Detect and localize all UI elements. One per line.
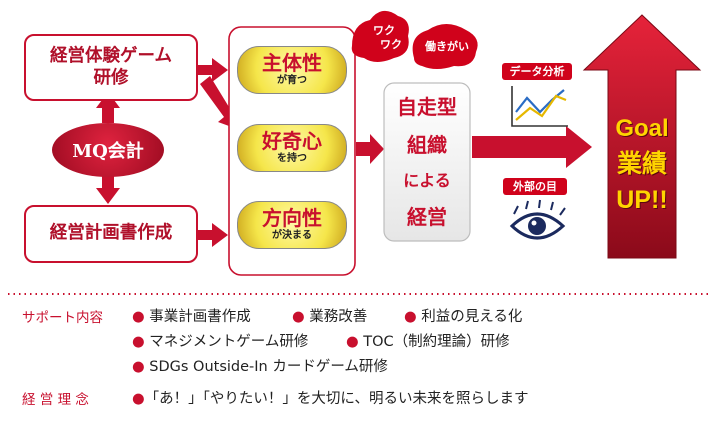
support-item-5: ● TOC（制約理論）研修 <box>346 334 510 350</box>
core-line-2: 組織 <box>407 133 447 157</box>
pill-direction-main: 方向性 <box>262 206 322 231</box>
label-data-analysis: データ分析 <box>502 63 572 80</box>
pill-curiosity-sub: を持つ <box>277 153 307 165</box>
philosophy-text: ●「あ！」「やりたい！」を大切に、明るい未来を照らします <box>132 391 529 407</box>
arrow-to-core <box>356 134 384 164</box>
pill-independence-main: 主体性 <box>262 51 322 76</box>
arrow-bottom-to-pill <box>198 223 228 247</box>
support-item-5-text: TOC（制約理論）研修 <box>363 334 510 350</box>
support-item-2: ● 業務改善 <box>292 309 368 325</box>
mq-accounting-oval: MQ会計 <box>52 123 164 177</box>
pill-direction: 方向性 が決まる <box>237 201 347 249</box>
support-item-1-text: 事業計画書作成 <box>149 309 251 325</box>
bubble-wakuwaku <box>351 10 409 62</box>
support-item-4-text: マネジメントゲーム研修 <box>149 334 309 350</box>
core-box-bg <box>383 82 471 242</box>
core-box: 自走型 組織 による 経営 <box>384 88 470 236</box>
pill-independence-sub: が育つ <box>277 75 307 87</box>
bubble-wakuwaku-text: ワク ワク <box>360 24 408 52</box>
support-item-3-text: 利益の見える化 <box>421 309 523 325</box>
goal-line-1: Goal <box>615 115 669 142</box>
pill-curiosity: 好奇心 を持つ <box>237 124 347 172</box>
bubble-hatarakigai-text: 働きがい <box>416 38 478 54</box>
arrow-to-goal <box>472 126 592 168</box>
box-business-plan: 経営計画書作成 <box>24 205 198 263</box>
core-line-1: 自走型 <box>397 95 457 119</box>
support-item-4: ● マネジメントゲーム研修 <box>132 334 309 350</box>
label-external-eye: 外部の目 <box>503 178 567 195</box>
bubble-wakuwaku-line1: ワク <box>373 24 395 37</box>
philosophy-text-content: 「あ！」「やりたい！」を大切に、明るい未来を照らします <box>144 391 529 407</box>
core-line-4: 経営 <box>407 205 447 229</box>
arrow-down <box>96 176 120 204</box>
pill-direction-sub: が決まる <box>272 230 312 242</box>
goal-line-3: UP!! <box>616 186 668 214</box>
goal-arrow <box>582 14 702 259</box>
support-label: サポート内容 <box>22 310 103 326</box>
core-line-3: による <box>403 171 451 190</box>
philosophy-label: 経 営 理 念 <box>22 392 89 408</box>
pill-independence: 主体性 が育つ <box>237 46 347 94</box>
support-item-6: ● SDGs Outside-In カードゲーム研修 <box>132 359 388 375</box>
support-item-6-text: SDGs Outside-In カードゲーム研修 <box>149 359 388 375</box>
eye-icon <box>509 199 566 240</box>
support-item-1: ● 事業計画書作成 <box>132 309 251 325</box>
goal-text: Goal 業績 UP!! <box>590 112 694 218</box>
mq-accounting-label: MQ会計 <box>72 141 144 162</box>
goal-line-2: 業績 <box>616 150 667 178</box>
box-management-game-line2: 研修 <box>93 67 129 88</box>
support-item-3: ● 利益の見える化 <box>404 309 523 325</box>
support-item-2-text: 業務改善 <box>309 309 368 325</box>
box-management-game: 経営体験ゲーム 研修 <box>24 34 198 101</box>
arrow-top-to-pill <box>198 58 228 82</box>
bubble-hatarakigai-label: 働きがい <box>425 40 469 53</box>
pill-curiosity-main: 好奇心 <box>262 129 322 154</box>
box-management-game-line1: 経営体験ゲーム <box>50 45 172 66</box>
bubble-wakuwaku-line2: ワク <box>380 38 402 51</box>
line-chart-icon <box>511 86 568 127</box>
bubble-hatarakigai <box>412 24 478 69</box>
box-business-plan-label: 経営計画書作成 <box>49 223 173 244</box>
